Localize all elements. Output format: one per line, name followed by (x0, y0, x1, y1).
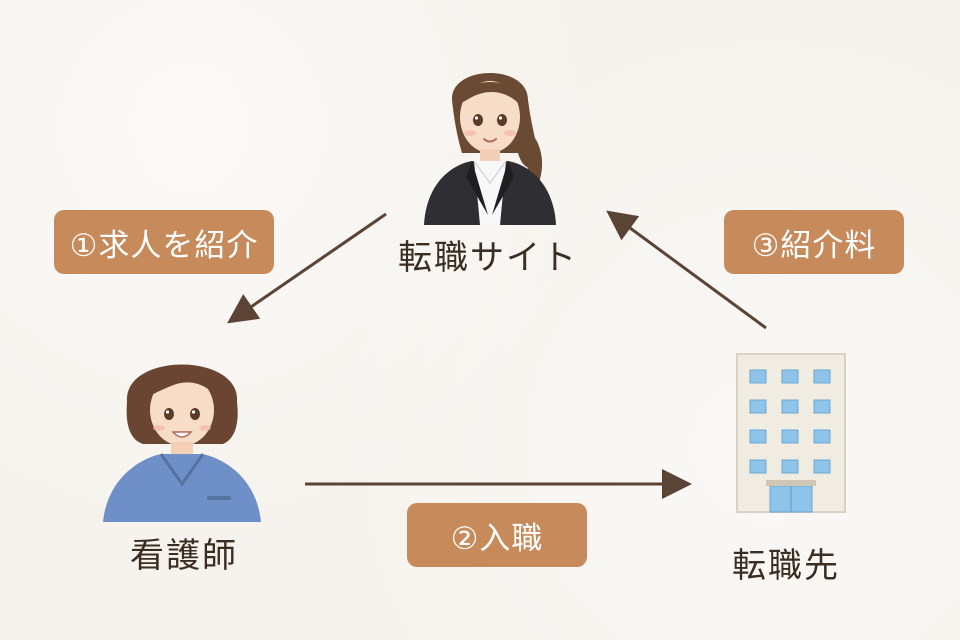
step-badge-join: ②入職 (407, 503, 587, 567)
step-badge-fee: ③紹介料 (724, 210, 904, 274)
step-badge-introduce: ①求人を紹介 (54, 210, 274, 274)
node-label-employer: 転職先 (732, 546, 840, 586)
node-label-nurse: 看護師 (130, 536, 238, 576)
office-building-icon (736, 353, 846, 513)
arrow-site-to-nurse (227, 212, 387, 324)
nurse-person-icon (103, 364, 261, 522)
node-label-site: 転職サイト (398, 238, 578, 278)
arrow-employer-to-site (606, 210, 767, 330)
recruiter-person-icon (424, 72, 556, 225)
